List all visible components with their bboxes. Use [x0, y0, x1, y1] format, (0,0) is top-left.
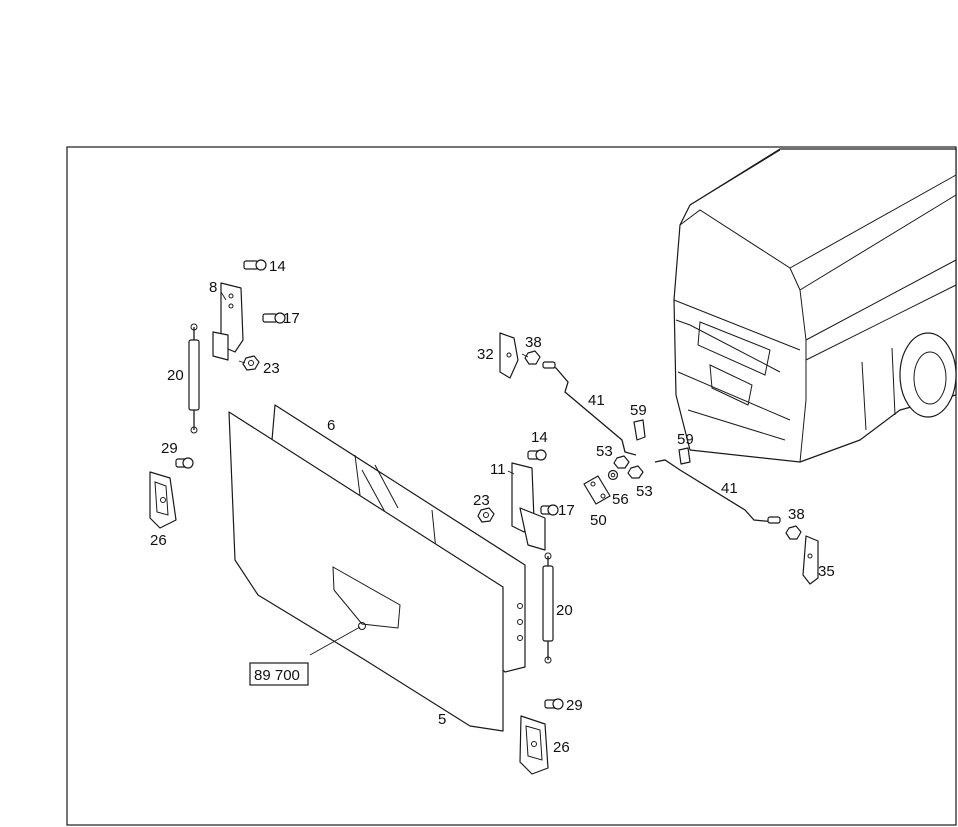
callout-20-center[interactable]: 20	[556, 602, 573, 619]
callout-26-right[interactable]: 26	[553, 739, 570, 756]
bolt-17-left	[262, 312, 286, 324]
callout-23-left[interactable]: 23	[263, 360, 280, 377]
bushing-38-left	[524, 350, 541, 365]
callout-8[interactable]: 8	[209, 279, 217, 296]
clip-59-left	[633, 419, 646, 441]
gas-strut-20-center	[542, 552, 554, 664]
flap-panel-outer	[228, 411, 523, 732]
hinge-bracket-8	[212, 282, 244, 361]
bolt-29-right	[544, 698, 564, 710]
gas-strut-20-left	[188, 323, 200, 434]
callout-38-left[interactable]: 38	[525, 334, 542, 351]
callout-23-center[interactable]: 23	[473, 492, 490, 509]
callout-26-left[interactable]: 26	[150, 532, 167, 549]
lock-26-right	[519, 715, 549, 775]
callout-17-center[interactable]: 17	[558, 502, 575, 519]
callout-17-left[interactable]: 17	[283, 310, 300, 327]
nut-23-left	[242, 355, 260, 371]
callout-41-left[interactable]: 41	[588, 392, 605, 409]
bushing-38-right	[785, 525, 802, 540]
reference-box	[249, 662, 309, 686]
callout-59-left[interactable]: 59	[630, 402, 647, 419]
callout-14-left[interactable]: 14	[269, 258, 286, 275]
callout-32[interactable]: 32	[477, 346, 494, 363]
callout-59-right[interactable]: 59	[677, 431, 694, 448]
bus-rear-illustration	[673, 148, 957, 463]
clip-59-right	[678, 447, 691, 465]
callout-29-left[interactable]: 29	[161, 440, 178, 457]
callout-35[interactable]: 35	[818, 563, 835, 580]
callout-53-upper[interactable]: 53	[596, 443, 613, 460]
lock-26-left	[149, 471, 177, 529]
callout-38-right[interactable]: 38	[788, 506, 805, 523]
callout-56[interactable]: 56	[612, 491, 629, 508]
nut-53-upper	[613, 455, 630, 469]
leader-lines	[220, 291, 529, 656]
bolt-14-center	[527, 449, 547, 461]
nut-23-center	[477, 507, 495, 523]
callout-50[interactable]: 50	[590, 512, 607, 529]
diagram-frame	[66, 146, 957, 826]
callout-11[interactable]: 11	[490, 461, 506, 478]
callout-53-lower[interactable]: 53	[636, 483, 653, 500]
reference-label[interactable]: 89 700	[254, 667, 300, 684]
lever-50	[583, 475, 611, 505]
bolt-17-center	[540, 504, 559, 516]
rod-41-right	[654, 459, 781, 524]
bracket-32	[499, 332, 519, 379]
callout-41-right[interactable]: 41	[721, 480, 738, 497]
callout-14-center[interactable]: 14	[531, 429, 548, 446]
rod-41-left	[542, 361, 637, 456]
bracket-35	[802, 535, 819, 585]
bolt-14-left	[243, 259, 267, 271]
hinge-bracket-11	[511, 462, 546, 551]
washer-56	[607, 469, 619, 481]
callout-20-left[interactable]: 20	[167, 367, 184, 384]
callout-5[interactable]: 5	[438, 711, 446, 728]
callout-6[interactable]: 6	[327, 417, 335, 434]
bolt-29-left	[175, 457, 194, 469]
nut-53-lower	[627, 465, 644, 479]
callout-29-right[interactable]: 29	[566, 697, 583, 714]
